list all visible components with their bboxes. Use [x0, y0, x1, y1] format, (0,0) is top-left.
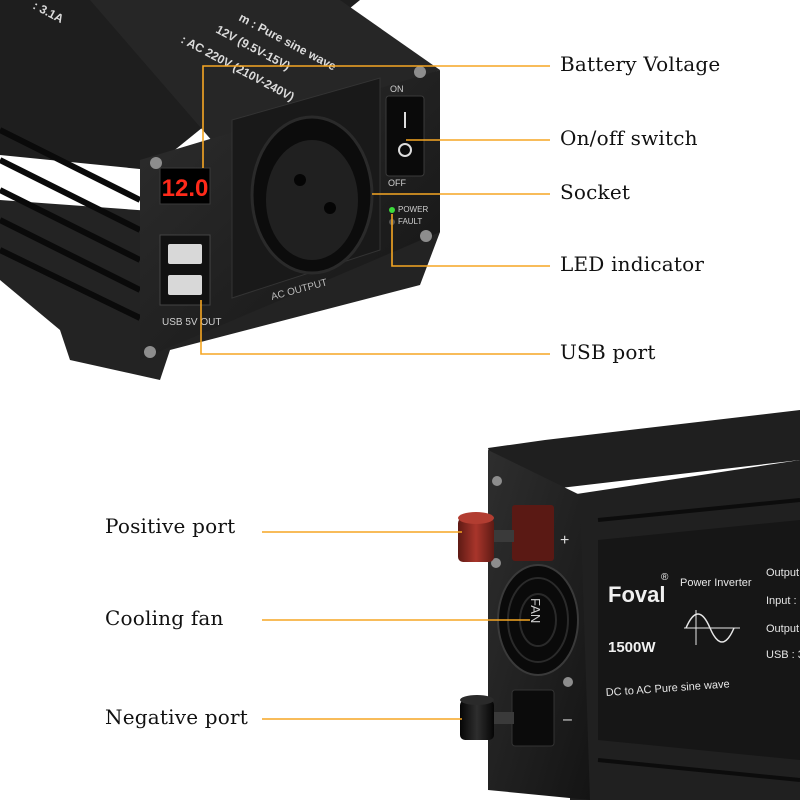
negative-terminal: [460, 689, 555, 747]
screw-icon: [420, 230, 432, 242]
switch-on-label: ON: [390, 84, 404, 94]
positive-terminal: [458, 505, 554, 562]
brand-plate: [598, 520, 800, 760]
callout-positive-port: Positive port: [105, 514, 236, 538]
positive-base: [512, 505, 554, 561]
product-name: Power Inverter: [680, 577, 752, 589]
bottom-chassis-ridges: [597, 498, 800, 782]
top-leader-lines: [200, 65, 550, 355]
callout-cooling-fan: Cooling fan: [105, 606, 224, 630]
top-cooling-fins: [0, 127, 142, 321]
minus-sign: –: [563, 711, 572, 728]
negative-base: [511, 689, 555, 747]
wattage: 1500W: [608, 639, 656, 656]
usb-port-1: [168, 244, 202, 264]
bottom-spec-line-2: Input : I: [766, 595, 800, 607]
callout-negative-port: Negative port: [105, 705, 249, 729]
bottom-top-rail: [488, 410, 800, 495]
brand-name: Foval: [608, 582, 665, 607]
bottom-spec-line-1: Output: [766, 567, 799, 579]
fan-label: FAN: [528, 598, 543, 623]
callout-led-indicator: LED indicator: [560, 252, 705, 276]
top-inverter: m : Pure sine wave 12V (9.5V-15V) : AC 2…: [0, 0, 440, 380]
top-label-surface: [90, 0, 440, 150]
callout-onoff-switch: On/off switch: [560, 126, 698, 150]
callout-socket: Socket: [560, 180, 631, 204]
callout-battery-voltage: Battery Voltage: [560, 52, 721, 76]
voltage-readout: 12.0: [162, 175, 209, 202]
screw-icon: [491, 558, 501, 568]
screw-icon: [414, 66, 426, 78]
socket-hole: [324, 202, 336, 214]
registered-mark: ®: [661, 572, 669, 583]
screw-icon: [150, 157, 162, 169]
bottom-spec-line-4: USB : 3.: [766, 649, 800, 661]
callout-usb-port: USB port: [560, 340, 656, 364]
battery-voltage-display: [159, 167, 211, 205]
led-power-icon: [389, 207, 395, 213]
socket-face: [266, 140, 358, 260]
bottom-spec-line-3: Output: [766, 623, 799, 635]
screw-icon: [563, 677, 573, 687]
bottom-leader-lines: [262, 531, 530, 720]
usb-label: USB 5V OUT: [162, 317, 221, 328]
leader-battery-voltage: [202, 65, 550, 168]
positive-cap: [458, 518, 494, 562]
screw-icon: [492, 476, 502, 486]
led-power-label: POWER: [398, 205, 428, 214]
led-fault-label: FAULT: [398, 217, 422, 226]
leader-led-indicator: [391, 214, 550, 267]
power-switch: [385, 95, 425, 177]
negative-cap: [460, 700, 494, 740]
bottom-spec-text: Output Input : I Output USB : 3.: [766, 567, 800, 661]
usb-port-2: [168, 275, 202, 295]
ac-socket: [231, 77, 381, 299]
switch-off-label: OFF: [388, 178, 406, 188]
plus-sign: +: [560, 532, 569, 549]
screw-icon: [144, 346, 156, 358]
switch-rocker: [385, 95, 425, 177]
bottom-inverter: FAN + – Foval ® Power Inverter 1500W DC …: [458, 410, 800, 800]
socket-hole: [294, 174, 306, 186]
leader-usb-port: [200, 300, 550, 355]
usb-ports: [159, 234, 211, 306]
